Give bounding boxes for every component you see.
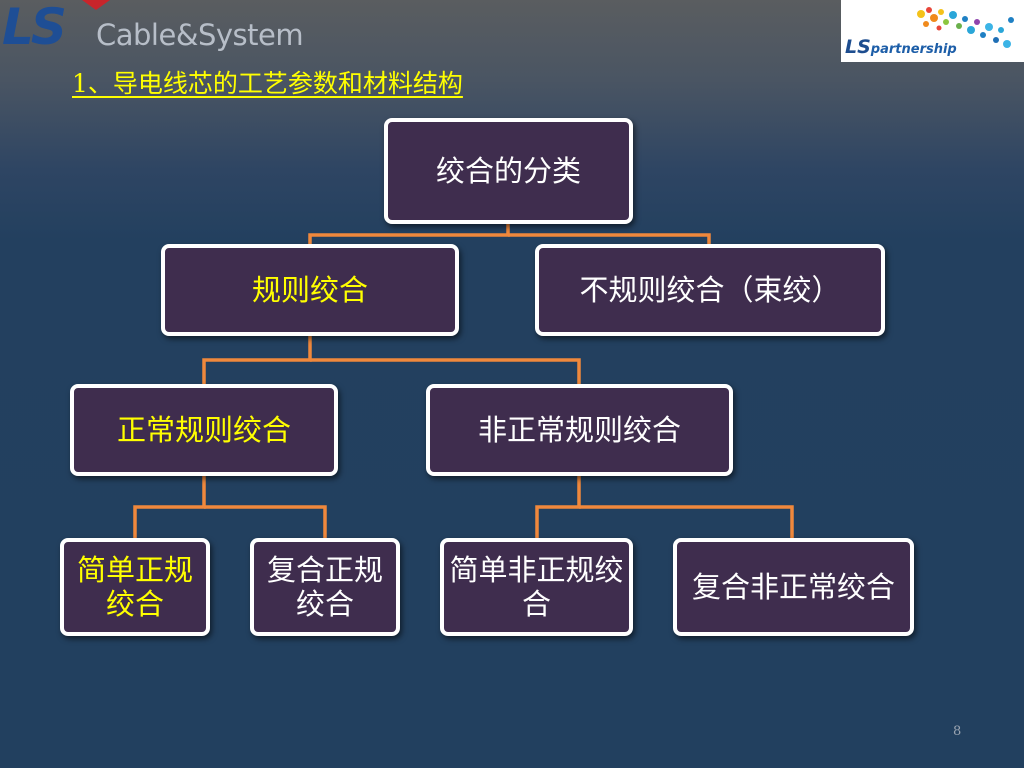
node-compound-irregular: 复合非正常绞合 bbox=[673, 538, 914, 636]
connector-root-left bbox=[308, 224, 510, 244]
partnership-dots-icon bbox=[917, 7, 1014, 48]
logo-red-triangle bbox=[82, 0, 110, 10]
node-irregular-stranding: 不规则绞合（束绞） bbox=[535, 244, 885, 336]
node-root: 绞合的分类 bbox=[384, 118, 633, 224]
node-simple-regular: 简单正规绞合 bbox=[60, 538, 210, 636]
connector-regular-left bbox=[202, 336, 312, 384]
connector-root-right bbox=[508, 233, 711, 244]
connector-abnormal-left bbox=[535, 476, 581, 538]
node-simple-irregular: 简单非正规绞合 bbox=[440, 538, 633, 636]
page-title: 1、导电线芯的工艺参数和材料结构 bbox=[72, 69, 463, 98]
node-normal-regular: 正常规则绞合 bbox=[70, 384, 338, 476]
ls-partnership-logo: LSpartnership bbox=[841, 0, 1024, 62]
partnership-text: LSpartnership bbox=[845, 36, 957, 58]
connector-regular-right bbox=[310, 358, 581, 384]
node-regular-stranding: 规则绞合 bbox=[161, 244, 459, 336]
node-compound-regular: 复合正规绞合 bbox=[250, 538, 400, 636]
node-abnormal-regular: 非正常规则绞合 bbox=[426, 384, 733, 476]
connector-normal-left bbox=[133, 476, 206, 538]
connector-normal-right bbox=[204, 505, 327, 538]
page-number: 8 bbox=[953, 724, 962, 739]
logo-ls-mark: LS bbox=[2, 0, 67, 56]
logo-brand-name: Cable&System bbox=[96, 18, 304, 52]
connector-abnormal-right bbox=[579, 505, 794, 538]
ls-cable-system-logo: LS Cable&System bbox=[0, 0, 330, 60]
